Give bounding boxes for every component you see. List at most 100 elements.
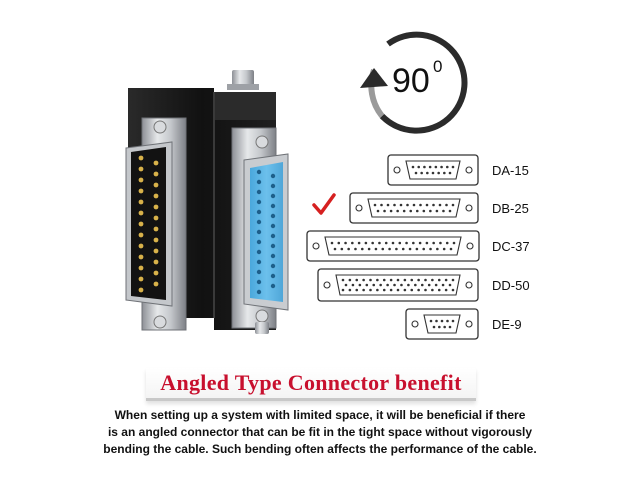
connector-row-db-25: DB-25: [312, 192, 529, 224]
pin-dot: [389, 288, 393, 292]
pin-dot: [376, 288, 379, 292]
pin-dot: [383, 209, 386, 213]
pin-dot: [428, 165, 432, 169]
pin-dot: [340, 247, 344, 251]
pin-dot: [431, 278, 434, 282]
pin-dot: [386, 283, 389, 287]
pin-dot: [431, 171, 435, 175]
connector-row-de-9: DE-9: [405, 308, 522, 340]
pin-dot: [414, 171, 418, 175]
pin-dot: [360, 247, 364, 251]
pin-dot: [424, 278, 427, 282]
benefit-title: Angled Type Connector benefit: [160, 370, 462, 395]
rotation-arrow-icon: [360, 68, 388, 88]
pin-dot: [423, 165, 426, 169]
pin-dot: [448, 209, 452, 213]
benefit-banner: Angled Type Connector benefit: [146, 368, 476, 401]
pin-dot: [417, 278, 420, 282]
screw-hole-icon: [393, 166, 401, 174]
pin-dot: [446, 319, 449, 323]
pin-dot: [382, 278, 386, 282]
connector-row-dc-37: DC-37: [306, 230, 530, 262]
pin-dot: [425, 241, 429, 245]
pin-dot: [333, 247, 337, 251]
pin-dot: [376, 278, 379, 282]
pin-dot: [374, 247, 378, 251]
pin-dot: [330, 241, 334, 245]
checkmark-icon: [312, 193, 336, 215]
pin-dot: [358, 283, 362, 287]
pin-dot: [362, 288, 365, 292]
pin-dot: [376, 209, 380, 213]
pin-dot: [355, 278, 359, 282]
pin-dot: [415, 247, 419, 251]
d-sub-shell: [405, 160, 461, 180]
pin-dot: [420, 171, 423, 175]
pin-dot: [389, 209, 393, 213]
pin-dot: [432, 241, 435, 245]
pin-dot: [393, 283, 396, 287]
connector-row-da-15: DA-15: [387, 154, 529, 186]
pin-dot: [409, 209, 413, 213]
pin-dot: [449, 247, 453, 251]
pin-dot: [378, 241, 381, 245]
pin-dot: [410, 278, 414, 282]
pin-dot: [437, 288, 441, 292]
pin-dot: [414, 283, 417, 287]
pin-dot: [398, 241, 402, 245]
pin-dot: [417, 288, 420, 292]
pin-dot: [371, 241, 374, 245]
pin-dot: [434, 165, 438, 169]
pin-dot: [429, 319, 433, 323]
pin-dot: [395, 247, 398, 251]
pin-dot: [348, 278, 352, 282]
screw-hole-icon: [312, 242, 320, 250]
pin-dot: [369, 288, 372, 292]
pin-dot: [380, 203, 383, 207]
pin-dot: [357, 241, 361, 245]
connector-label: DA-15: [492, 163, 529, 178]
pin-dot: [341, 288, 345, 292]
pin-dot: [438, 325, 441, 329]
pin-dot: [420, 283, 424, 287]
d-sub-shell: [423, 314, 461, 334]
pin-dot: [405, 241, 408, 245]
pin-dot: [369, 278, 372, 282]
pin-dot: [388, 247, 391, 251]
pin-dot: [451, 165, 455, 169]
rotation-90-badge: 90 0: [360, 31, 468, 134]
connector-label: DD-50: [492, 278, 530, 293]
pin-dot: [435, 319, 438, 323]
pin-dot: [417, 165, 421, 169]
pin-dot: [434, 283, 438, 287]
pin-dot: [440, 319, 444, 323]
pin-dot: [427, 283, 431, 287]
pin-dot: [403, 288, 407, 292]
connector-label: DE-9: [492, 317, 522, 332]
db25-angled-adapter: [125, 70, 289, 334]
pin-dot: [443, 171, 446, 175]
screw-hole-icon: [411, 320, 419, 328]
screw-hole-icon: [465, 320, 473, 328]
connector-outline: [306, 230, 480, 262]
pin-dot: [373, 203, 377, 207]
pin-dot: [418, 241, 422, 245]
pin-dot: [351, 241, 354, 245]
pin-dot: [400, 283, 403, 287]
pin-dot: [391, 241, 395, 245]
screw-hole-icon: [465, 166, 473, 174]
pin-dot: [419, 203, 422, 207]
pin-dot: [396, 209, 399, 213]
pin-dot: [412, 203, 416, 207]
pin-dot: [451, 288, 455, 292]
pin-dot: [351, 283, 355, 287]
pin-dot: [452, 241, 456, 245]
pin-dot: [442, 247, 446, 251]
pin-dot: [344, 283, 348, 287]
pin-dot: [410, 288, 414, 292]
pin-dot: [347, 247, 350, 251]
pin-dot: [412, 241, 415, 245]
pin-dot: [393, 203, 396, 207]
